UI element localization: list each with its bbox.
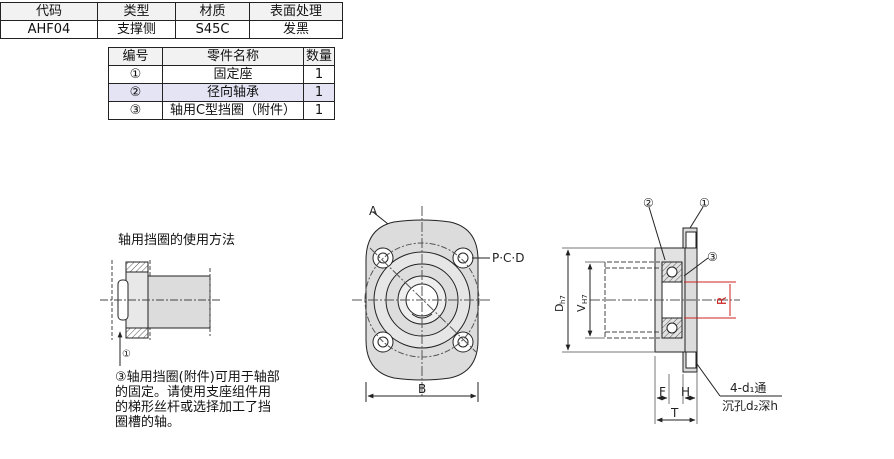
parts-header-no: 编号 bbox=[108, 47, 163, 66]
spec-table: 代码 类型 材质 表面处理 AHF04 支撑侧 S45C 发黑 bbox=[0, 2, 343, 39]
callout-3-leader bbox=[683, 257, 709, 277]
usage-note: ③轴用挡圈(附件)可用于轴部 的固定。请使用支座组件用 的梯形丝杆或选择加工了挡… bbox=[115, 370, 280, 430]
callout-3: ③ bbox=[707, 250, 718, 264]
hole-spec-line2: 沉孔d₂深h bbox=[722, 399, 778, 413]
label-b: B bbox=[418, 382, 426, 396]
part-no: ③ bbox=[108, 101, 163, 120]
spec-header-type: 类型 bbox=[97, 2, 176, 21]
parts-header-name: 零件名称 bbox=[162, 47, 304, 66]
parts-header-qty: 数量 bbox=[303, 47, 335, 66]
callout-2-leader bbox=[648, 206, 666, 261]
parts-row: ② 径向轴承 1 bbox=[108, 83, 335, 102]
label-t: T bbox=[670, 406, 679, 420]
usage-note-line: 圈槽的轴。 bbox=[115, 415, 181, 430]
hole-spec-line1: 4-d₁通 bbox=[730, 381, 766, 395]
label-r: R bbox=[715, 297, 729, 305]
spec-header-code: 代码 bbox=[0, 2, 98, 21]
label-pcd: P·C·D bbox=[492, 251, 524, 265]
label-v-sub: H7 bbox=[581, 294, 589, 304]
usage-note-line: 的固定。请使用支座组件用 bbox=[115, 385, 272, 400]
spec-value-row: AHF04 支撑侧 S45C 发黑 bbox=[0, 20, 343, 39]
label-v-h7: V H7 bbox=[575, 294, 589, 312]
side-view bbox=[562, 206, 782, 424]
usage-title: 轴用挡圈的使用方法 bbox=[118, 233, 236, 248]
part-qty: 1 bbox=[303, 101, 335, 120]
parts-table: 编号 零件名称 数量 ① 固定座 1 ② 径向轴承 1 ③ 轴用C型挡圈（附件）… bbox=[108, 47, 335, 120]
callout-1: ① bbox=[699, 196, 710, 210]
label-d-h7: D h7 bbox=[553, 295, 567, 312]
label-d-sub: h7 bbox=[559, 295, 567, 304]
front-view bbox=[352, 206, 492, 402]
callout-1-leader bbox=[689, 206, 704, 229]
part-name: 径向轴承 bbox=[162, 83, 304, 102]
usage-note-line: ③轴用挡圈(附件)可用于轴部 bbox=[115, 370, 280, 385]
spec-header-row: 代码 类型 材质 表面处理 bbox=[0, 2, 343, 21]
label-v: V bbox=[575, 304, 588, 312]
parts-row: ③ 轴用C型挡圈（附件） 1 bbox=[108, 101, 335, 120]
label-h: H bbox=[681, 385, 690, 399]
hole-leader bbox=[696, 363, 721, 397]
label-f: F bbox=[659, 385, 666, 399]
label-d: D bbox=[553, 304, 566, 312]
part-name: 固定座 bbox=[162, 65, 304, 84]
usage-marker-circled-1: ① bbox=[122, 349, 131, 360]
parts-row: ① 固定座 1 bbox=[108, 65, 335, 84]
callout-2: ② bbox=[643, 196, 654, 210]
spec-code: AHF04 bbox=[0, 20, 98, 39]
label-a: A bbox=[369, 204, 378, 218]
spec-material: S45C bbox=[175, 20, 250, 39]
dim-a-leader bbox=[372, 211, 389, 225]
spec-header-material: 材质 bbox=[175, 2, 250, 21]
parts-header-row: 编号 零件名称 数量 bbox=[108, 47, 335, 66]
spec-surface: 发黑 bbox=[249, 20, 343, 39]
part-name: 轴用C型挡圈（附件） bbox=[162, 101, 304, 120]
usage-sketch bbox=[100, 260, 222, 340]
usage-note-line: 的梯形丝杆或选择加工了挡 bbox=[115, 400, 272, 415]
